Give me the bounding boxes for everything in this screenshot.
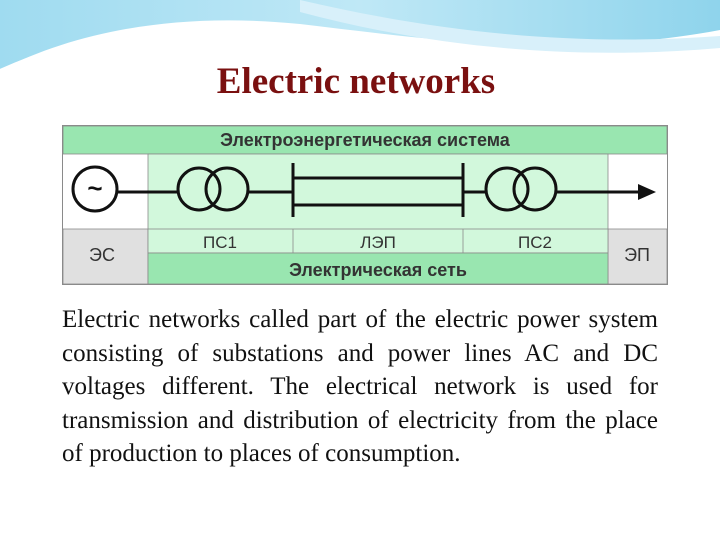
- left-label: ЭС: [89, 245, 115, 265]
- segment-row: [147, 228, 609, 254]
- right-label: ЭП: [624, 245, 650, 265]
- segment-label-lep: ЛЭП: [360, 233, 396, 252]
- slide-title: Electric networks: [216, 61, 496, 102]
- bottom-label: Электрическая сеть: [289, 260, 467, 280]
- generator-icon: [71, 165, 119, 213]
- source-cell: [62, 228, 149, 285]
- segment-label-ps2: ПС2: [518, 233, 552, 252]
- transformer-1-left-coil-icon: [176, 166, 222, 212]
- circuit-schematic: [71, 163, 640, 217]
- arrow-right-icon: [638, 184, 656, 200]
- transformer-2-left-coil-icon: [484, 166, 530, 212]
- transformer-2-right-coil-icon: [512, 166, 558, 212]
- bottom-band: [147, 252, 609, 285]
- generator-symbol: ~: [87, 173, 102, 203]
- top-label: Электроэнергетическая система: [220, 130, 511, 150]
- top-band: [62, 125, 668, 155]
- consumer-cell: [607, 228, 668, 285]
- power-system-diagram: Электроэнергетическая система Электричес…: [62, 125, 668, 285]
- segment-label-ps1: ПС1: [203, 233, 237, 252]
- transformer-1-right-coil-icon: [204, 166, 250, 212]
- description-paragraph: Electric networks called part of the ele…: [62, 306, 658, 467]
- header-swoosh-decoration: [0, 0, 720, 71]
